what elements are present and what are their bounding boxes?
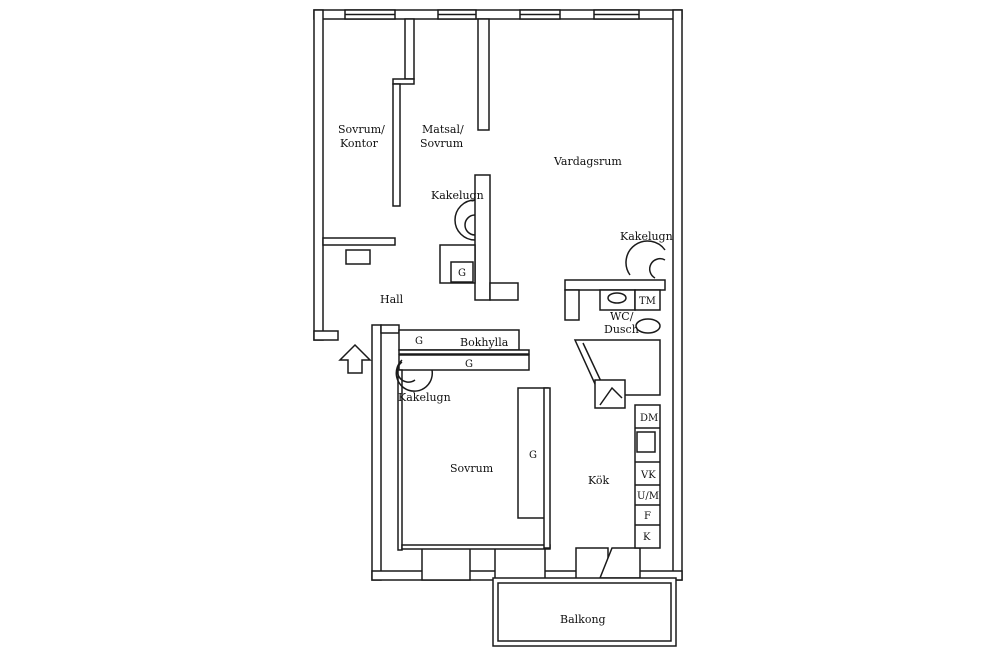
room-label: Dusch: [604, 323, 639, 336]
fixture-label: Bokhylla: [460, 336, 509, 349]
fixture-label: G: [465, 359, 473, 370]
fixture-label: K: [643, 532, 651, 543]
toilet-icon: [635, 318, 661, 334]
room-label: Sovrum: [420, 137, 464, 150]
fixture-label: Kakelugn: [431, 189, 484, 202]
tiled-stove-icon: [454, 199, 476, 241]
balcony: [492, 577, 677, 647]
tiled-stove-icon: [395, 359, 434, 392]
sink-icon: [607, 292, 627, 304]
room-label: Kök: [588, 474, 610, 487]
fixture-label: DM: [640, 413, 658, 424]
fixture-label: TM: [639, 296, 656, 307]
room-label: Sovrum/: [338, 123, 385, 136]
room-label: Hall: [380, 293, 404, 306]
fixture-label: G: [415, 336, 423, 347]
fixture-label: G: [458, 268, 466, 279]
room-label: Kontor: [340, 137, 379, 150]
tiled-stove-icon: [625, 240, 666, 279]
fixture-label: Kakelugn: [620, 230, 673, 243]
room-label: Balkong: [560, 613, 606, 626]
fixture-label: G: [529, 450, 537, 461]
interior-walls: [322, 18, 666, 579]
fixture-label: U/M: [637, 491, 659, 502]
room-label: Vardagsrum: [553, 155, 622, 168]
room-label: Sovrum: [450, 462, 494, 475]
kitchen-counter: [634, 404, 661, 549]
fixture-label: VK: [640, 470, 656, 481]
fixture-label: Kakelugn: [398, 391, 451, 404]
room-label: Matsal/: [422, 123, 464, 136]
windows: [344, 9, 640, 581]
room-label: WC/: [610, 310, 634, 323]
entrance-arrow-icon[interactable]: [338, 343, 372, 374]
fixture-label: F: [644, 511, 651, 522]
